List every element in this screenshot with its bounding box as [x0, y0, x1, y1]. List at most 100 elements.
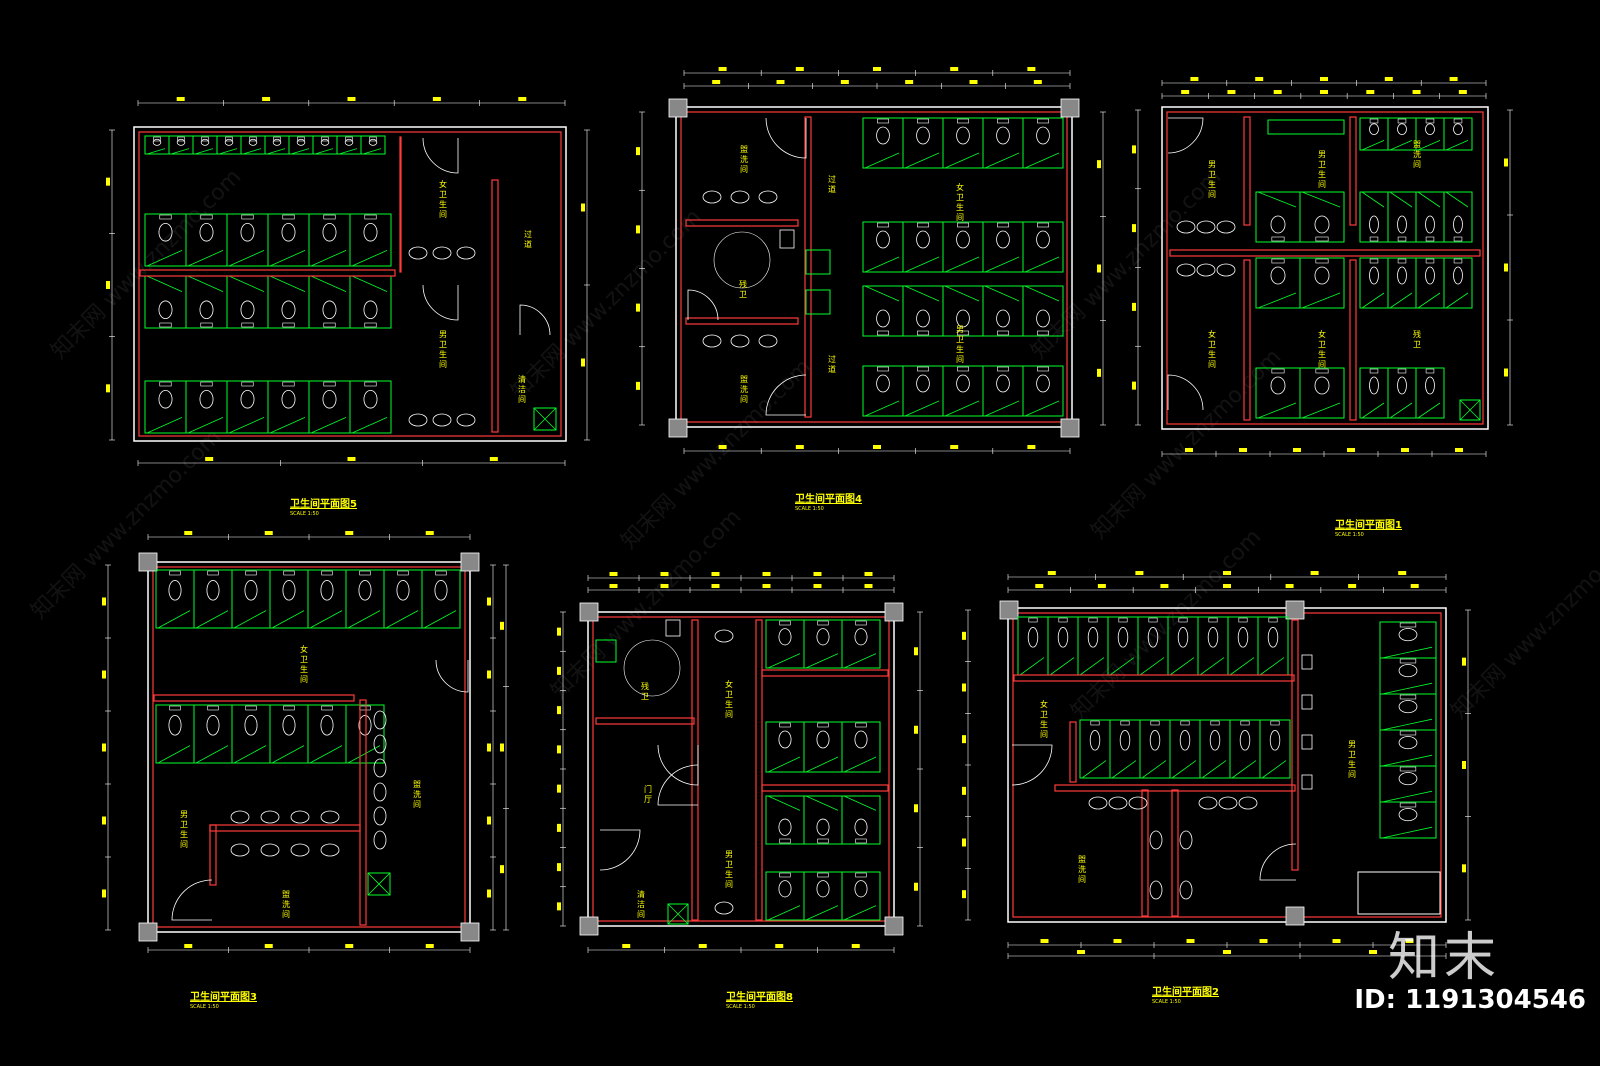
toilet-tank	[323, 322, 336, 328]
plan-title: 卫生间平面图2	[1152, 985, 1219, 998]
stall-door	[805, 653, 839, 669]
wash-basin	[456, 246, 476, 260]
toilet-bowl	[248, 138, 258, 146]
toilet-tank	[779, 722, 791, 728]
wash-basin	[1218, 796, 1238, 810]
dimension-text	[581, 358, 585, 367]
toilet-tank	[917, 222, 929, 228]
dimension-text	[873, 445, 881, 449]
toilet-bowl	[1369, 266, 1379, 285]
stall-partition	[841, 619, 881, 669]
pipe-shaft	[805, 249, 831, 275]
plan-title: 卫生间平面图8	[726, 990, 793, 1003]
dimension-text	[1186, 939, 1195, 943]
stall-door	[1259, 657, 1285, 676]
toilet-bowl	[816, 880, 830, 898]
dimension-text	[1504, 263, 1508, 272]
stall-door	[146, 148, 166, 155]
toilet-bowl	[1117, 627, 1129, 648]
dimension-text	[636, 225, 640, 234]
toilet-tank	[241, 381, 254, 387]
structural-column	[1060, 98, 1080, 118]
stall-door	[1019, 657, 1045, 676]
plan-scale: SCALE 1:50	[1335, 532, 1364, 538]
toilet-bowl	[1369, 215, 1379, 234]
toilet-bowl	[1397, 123, 1407, 136]
stall-door	[1257, 292, 1297, 309]
room-label: 盥洗间	[740, 144, 749, 175]
toilet-stall	[1299, 257, 1345, 309]
urinal	[1301, 734, 1313, 750]
dimension-text	[487, 816, 491, 825]
dimension-text	[718, 67, 727, 71]
stall-door	[984, 285, 1020, 302]
toilet-bowl	[152, 138, 162, 146]
stall-door	[271, 610, 305, 629]
toilet-bowl	[1398, 700, 1418, 714]
toilet-stall	[1299, 191, 1345, 243]
stall-door	[1381, 826, 1433, 839]
dimension-text	[762, 572, 771, 576]
stall-door	[805, 756, 839, 773]
brand-watermark: 知末	[1387, 928, 1500, 988]
door-swing	[422, 137, 459, 174]
toilet-tank	[877, 222, 889, 228]
toilet-bowl	[916, 126, 930, 145]
dimension-text	[1239, 448, 1247, 452]
stall-door	[187, 250, 224, 267]
toilet-bowl	[281, 389, 296, 409]
pipe-shaft	[805, 289, 831, 315]
dimension-text	[1310, 571, 1319, 575]
toilet-tank	[877, 118, 889, 124]
dimension-text	[102, 743, 106, 752]
room-label: 男卫生间	[180, 810, 189, 850]
plan-title: 卫生间平面图1	[1335, 518, 1402, 531]
door-swing	[1011, 744, 1053, 786]
dimension-text	[1185, 448, 1193, 452]
dimension-text	[813, 572, 822, 576]
toilet-bowl	[240, 389, 255, 409]
stall-door	[904, 285, 940, 302]
toilet-tank	[435, 570, 447, 576]
room-label: 女卫生间	[300, 644, 309, 685]
structural-column	[460, 552, 480, 572]
stall-partition	[1022, 365, 1064, 417]
toilet-stall	[1379, 621, 1437, 659]
dimension-text	[962, 631, 966, 640]
wash-basin	[230, 843, 250, 857]
toilet-bowl	[778, 628, 792, 646]
partition-wall	[1349, 116, 1357, 226]
dimension-text	[1462, 761, 1466, 769]
door-swing	[657, 764, 699, 806]
stall-door	[309, 610, 343, 629]
room-label: 男卫生间	[439, 330, 448, 370]
stall-door	[233, 745, 267, 764]
toilet-tank	[1369, 368, 1379, 374]
toilet-bowl	[876, 230, 890, 249]
partition-wall	[685, 317, 799, 325]
dimension-text	[1097, 264, 1101, 273]
stall-partition	[841, 871, 881, 921]
room-label: 盥洗间	[740, 374, 749, 405]
toilet-bowl	[1057, 627, 1069, 648]
stall-door	[1301, 402, 1341, 419]
toilet-bowl	[816, 628, 830, 646]
toilet-bowl	[956, 309, 970, 328]
stall-door	[944, 285, 980, 302]
toilet-bowl	[158, 222, 173, 242]
partition-wall	[209, 824, 217, 886]
dimension-text	[1223, 584, 1231, 588]
wash-basin	[320, 810, 340, 824]
partition-wall	[1141, 789, 1149, 917]
stall-partition	[1299, 191, 1345, 243]
dimension-text	[962, 683, 966, 692]
toilet-bowl	[1237, 627, 1249, 648]
stall-door	[1231, 760, 1257, 779]
toilet-bowl	[996, 126, 1010, 145]
toilet-tank	[282, 381, 295, 387]
plan-scale: SCALE 1:50	[795, 506, 824, 512]
partition-wall	[139, 269, 396, 277]
stall-door	[1169, 657, 1195, 676]
toilet-bowl	[1239, 730, 1251, 751]
